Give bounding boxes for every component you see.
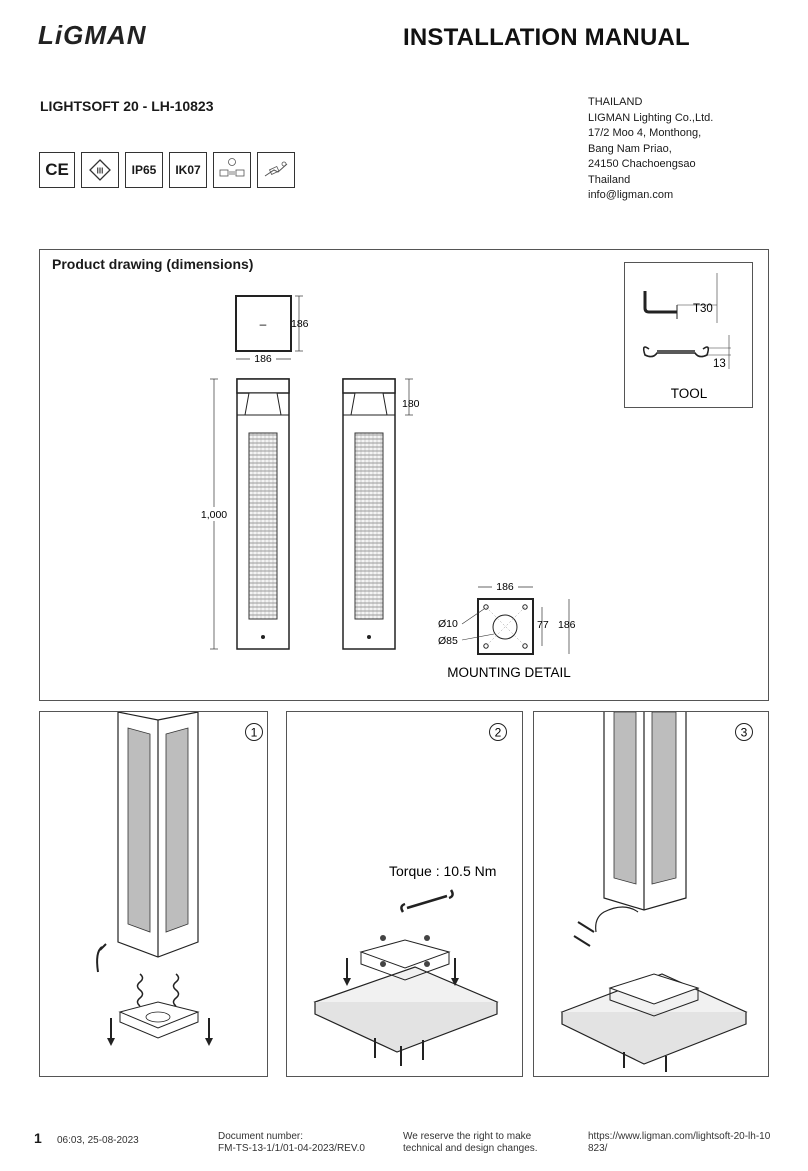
center-diameter-label: Ø85 — [438, 635, 458, 647]
page-number: 1 — [34, 1130, 42, 1146]
step-3-illustration: 3 — [560, 711, 753, 1072]
class-iii-badge: III — [81, 152, 119, 188]
torx-size-label: T30 — [693, 303, 713, 315]
wrench-icon — [642, 335, 731, 369]
height-label: 1,000 — [201, 509, 227, 521]
product-drawing-panel — [39, 249, 769, 701]
torque-note: Torque : 10.5 Nm — [389, 863, 496, 879]
print-datetime: 06:03, 25-08-2023 — [57, 1135, 139, 1146]
email-link[interactable]: info@ligman.com — [588, 189, 674, 201]
ik07-badge: IK07 — [169, 152, 207, 188]
hole-diameter-label: Ø10 — [438, 618, 458, 630]
ce-mark-badge: CE — [39, 152, 75, 188]
step-2-illustration: 2 Torque : 10.5 Nm — [313, 723, 507, 1066]
address-line: 24150 Chachoengsao — [588, 158, 696, 170]
company-address: THAILAND LIGMAN Lighting Co.,Ltd. 17/2 M… — [588, 95, 713, 204]
top-width-label: 186 — [254, 353, 272, 365]
address-line: LIGMAN Lighting Co.,Ltd. — [588, 111, 714, 124]
driver-icon-badge — [213, 152, 251, 188]
ip65-badge: IP65 — [125, 152, 163, 188]
step-2-number: 2 — [495, 726, 502, 740]
reserve-notice: We reserve the right to make technical a… — [403, 1131, 538, 1155]
inner-distance-label: 77 — [537, 619, 549, 631]
brand-logo: LiGMAN — [38, 20, 147, 50]
product-url-line-2[interactable]: 823/ — [588, 1143, 608, 1154]
connector-icon — [264, 161, 288, 177]
tool-illustration: T30 13 TOOL — [642, 273, 731, 401]
address-line: Thailand — [588, 173, 631, 186]
address-line: THAILAND — [588, 96, 643, 108]
dimension-drawing: – 186 186 1,000 180 186 — [196, 295, 576, 680]
product-url[interactable]: https://www.ligman.com/lightsoft-20-lh-1… — [588, 1131, 770, 1155]
bollard-side-view — [342, 378, 396, 650]
torx-key-icon — [643, 273, 718, 323]
document-number-label: Document number: — [218, 1131, 304, 1142]
reserve-line-2: technical and design changes. — [403, 1143, 538, 1154]
product-url-line-1[interactable]: https://www.ligman.com/lightsoft-20-lh-1… — [588, 1131, 771, 1142]
class-iii-icon: III — [89, 159, 111, 181]
step-3-number: 3 — [741, 726, 748, 740]
mounting-width-label: 186 — [496, 581, 514, 593]
address-line: Bang Nam Priao, — [588, 142, 672, 155]
step-1-illustration: 1 — [96, 711, 263, 1046]
page-title: INSTALLATION MANUAL — [403, 24, 690, 51]
mounting-detail-label: MOUNTING DETAIL — [447, 665, 571, 680]
connector-icon-badge — [257, 152, 295, 188]
document-number-value: FM-TS-13-1/1/01-04-2023/REV.0 — [218, 1143, 365, 1154]
mounting-detail: 186 Ø10 Ø85 77 186 MOUNTING DETAIL — [438, 581, 576, 680]
tool-box: T30 13 TOOL — [624, 262, 753, 408]
product-name: LIGHTSOFT 20 - LH-10823 — [40, 98, 214, 114]
top-view-symbol: – — [260, 317, 267, 331]
head-height-label: 180 — [402, 398, 420, 410]
step-1-panel: 1 — [39, 711, 268, 1077]
top-view: – 186 186 — [235, 295, 309, 365]
wrench-size-label: 13 — [713, 358, 726, 370]
tool-label: TOOL — [671, 386, 708, 401]
address-line: 17/2 Moo 4, Monthong, — [588, 127, 702, 139]
step-3-panel: 3 — [533, 711, 769, 1077]
class-iii-label: III — [97, 167, 104, 176]
bollard-front-view — [236, 378, 290, 650]
outer-distance-label: 186 — [558, 619, 576, 631]
driver-icon — [219, 158, 245, 177]
document-number: Document number: FM-TS-13-1/1/01-04-2023… — [218, 1131, 365, 1155]
reserve-line-1: We reserve the right to make — [403, 1131, 532, 1142]
drawing-title: Product drawing (dimensions) — [52, 256, 254, 272]
step-1-number: 1 — [251, 726, 258, 740]
step-2-panel: 2 Torque : 10.5 Nm — [286, 711, 523, 1077]
top-depth-label: 186 — [291, 318, 309, 330]
